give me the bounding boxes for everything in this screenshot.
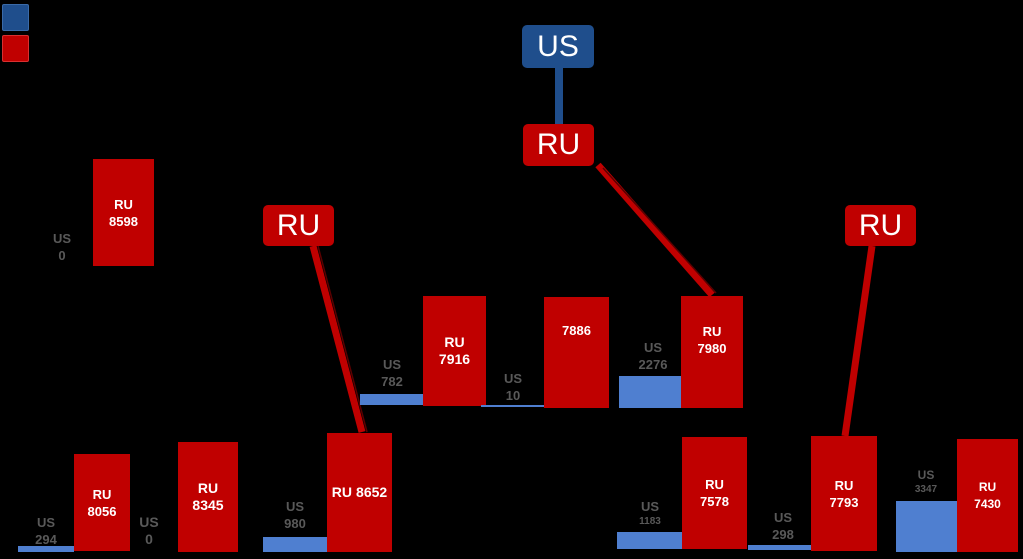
us-label: US 980: [275, 498, 315, 532]
node-us-top: US: [522, 25, 594, 68]
us-bar: [617, 532, 683, 549]
ru-bar-label: RU: [978, 479, 997, 494]
legend-ru-swatch: [2, 35, 29, 62]
us-value: 782: [381, 374, 403, 389]
us-label-text: US: [285, 499, 305, 514]
node-ru-center: RU: [523, 124, 594, 166]
us-label-text: US: [36, 515, 56, 530]
ru-bar-label: RU: [197, 480, 219, 496]
us-value: 294: [35, 532, 57, 547]
ru-bar: RU 7916: [423, 296, 486, 406]
link-ru-center-to-7980: [595, 162, 715, 298]
us-value: 0: [145, 531, 153, 547]
ru-bar-label: RU: [92, 486, 112, 502]
us-bar: [263, 537, 327, 552]
legend-us-swatch: [2, 4, 29, 31]
node-ru-left: RU: [263, 205, 334, 246]
ru-bar-value: 7980: [697, 341, 727, 356]
ru-bar: RU 8598: [93, 159, 154, 266]
ru-bar-label: RU: [702, 324, 722, 339]
ru-bar-value: 7578: [700, 494, 729, 509]
us-label-text: US: [503, 371, 523, 386]
us-label: US 782: [372, 356, 412, 390]
ru-bar-value: 8056: [87, 503, 117, 519]
us-bar: [748, 545, 811, 550]
us-label: US 2276: [633, 339, 673, 373]
link-ru-center-to-7980-edge: [602, 167, 717, 294]
ru-bar: RU 7578: [682, 437, 747, 549]
ru-bar: RU 7793: [811, 436, 877, 551]
us-bar: [896, 501, 957, 552]
us-label: US 298: [763, 509, 803, 543]
ru-bar: RU 8056: [74, 454, 130, 551]
us-value: 298: [772, 527, 794, 542]
us-bar: [360, 394, 423, 405]
us-label-text: US: [643, 340, 663, 355]
us-value: 0: [58, 248, 66, 263]
ru-bar: RU 7430: [957, 439, 1018, 552]
us-label-text: US: [139, 514, 159, 530]
us-label-text: US: [640, 499, 660, 514]
ru-bar-value: 8598: [109, 213, 138, 229]
us-label: US 294: [26, 514, 66, 548]
us-label-text: US: [917, 468, 935, 482]
us-label: US 0: [129, 514, 169, 548]
ru-bar: RU 8652: [327, 433, 392, 552]
us-label-text: US: [773, 510, 793, 525]
ru-bar-value: 7430: [974, 496, 1001, 511]
ru-bar: 7886: [544, 297, 609, 408]
link-ru-left-to-8652-edge: [317, 245, 368, 433]
ru-bar-label: RU: [834, 477, 854, 493]
link-ru-right-to-7793: [841, 245, 876, 437]
us-bar: [619, 376, 682, 408]
us-value: 10: [505, 388, 521, 403]
ru-bar-value: 7916: [438, 351, 471, 367]
us-label: US 10: [493, 370, 533, 404]
ru-bar-value: 7886: [562, 323, 591, 338]
ru-bar-label: RU: [331, 484, 353, 500]
us-label-text: US: [52, 231, 72, 246]
us-label: US 1183: [630, 499, 670, 529]
ru-bar-value: 8345: [192, 497, 224, 513]
us-label: US 3347: [906, 468, 946, 497]
ru-bar-label: RU: [114, 196, 133, 212]
ru-bar-label: RU: [444, 334, 465, 350]
us-value: 1183: [639, 516, 661, 527]
ru-bar: RU 8345: [178, 442, 238, 552]
us-label: US 0: [42, 230, 82, 264]
ru-bar-value: 8652: [356, 484, 388, 500]
us-value: 2276: [638, 357, 668, 372]
us-label-text: US: [382, 357, 402, 372]
us-value: 3347: [914, 484, 938, 495]
us-bar: [18, 546, 74, 552]
ru-bar-label: RU: [705, 477, 724, 492]
us-bar: [481, 405, 544, 407]
node-ru-right: RU: [845, 205, 916, 246]
ru-bar: RU 7980: [681, 296, 743, 408]
link-ru-left-to-8652: [309, 245, 366, 433]
ru-bar-value: 7793: [829, 494, 859, 510]
us-value: 980: [284, 516, 306, 531]
